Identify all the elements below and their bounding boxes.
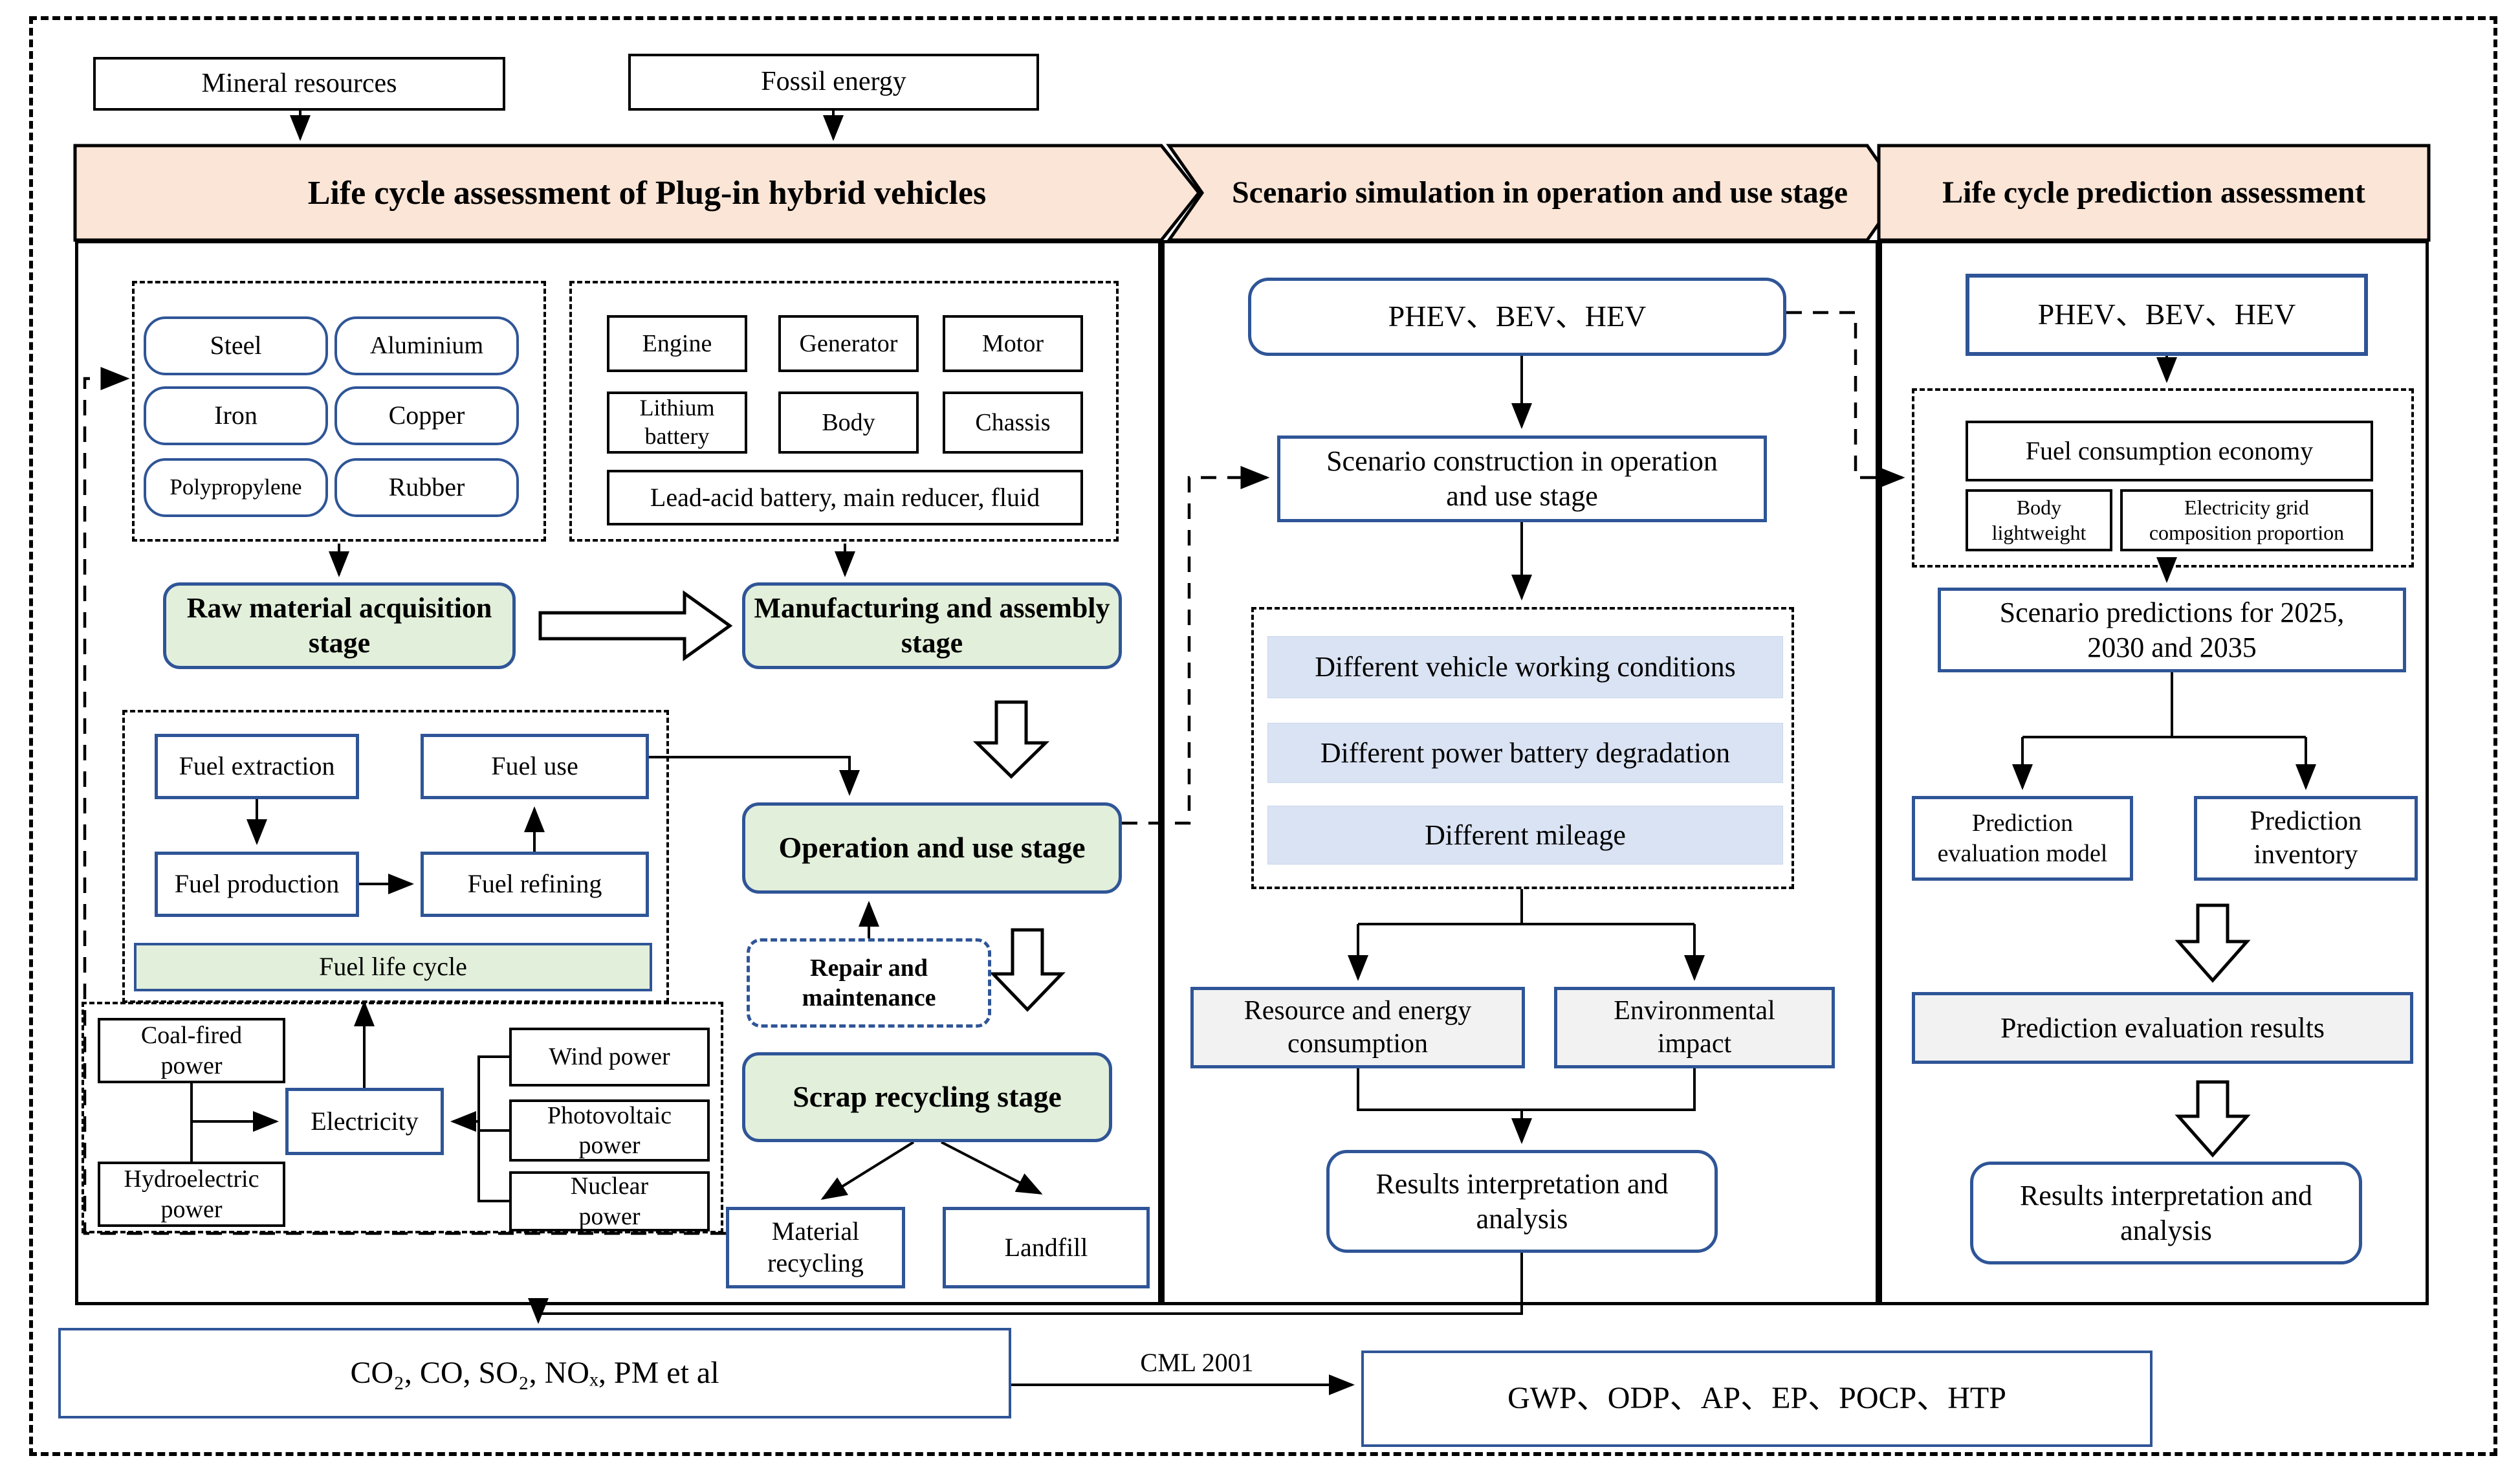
- environmental-impact-box: Environmental impact: [1554, 987, 1835, 1068]
- component-others: Lead-acid battery, main reducer, fluid: [607, 470, 1083, 525]
- scenario-predictions-box: Scenario predictions for 2025, 2030 and …: [1938, 588, 2406, 672]
- results-box-middle: Results interpretation and analysis: [1326, 1150, 1718, 1253]
- results-box-right: Results interpretation and analysis: [1970, 1162, 2362, 1264]
- component-motor: Motor: [943, 315, 1083, 372]
- landfill-box: Landfill: [943, 1207, 1150, 1288]
- component-generator: Generator: [778, 315, 919, 372]
- prediction-results-box: Prediction evaluation results: [1912, 992, 2413, 1064]
- prediction-inventory-box: Prediction inventory: [2194, 796, 2418, 881]
- photovoltaic-power-box: Photovoltaic power: [509, 1099, 710, 1162]
- grid-proportion-box: Electricity grid composition proportion: [2120, 489, 2373, 551]
- raw-material-stage-box: Raw material acquisition stage: [163, 582, 516, 669]
- outer-dashed-border: [29, 16, 2497, 1456]
- banner-prediction-label: Life cycle prediction assessment: [1942, 175, 2365, 210]
- electricity-box: Electricity: [285, 1088, 444, 1155]
- component-lithium-battery: Lithium battery: [607, 392, 747, 454]
- material-aluminium: Aluminium: [334, 316, 519, 375]
- repair-maintenance-box: Repair and maintenance: [747, 938, 991, 1028]
- material-polypropylene: Polypropylene: [144, 458, 328, 517]
- fuel-life-cycle-bar: Fuel life cycle: [134, 943, 652, 991]
- component-engine: Engine: [607, 315, 747, 372]
- vehicles-box-middle: PHEV、BEV、HEV: [1248, 278, 1786, 356]
- fuel-economy-box: Fuel consumption economy: [1966, 421, 2373, 481]
- nuclear-power-box: Nuclear power: [509, 1171, 710, 1231]
- banner-scenario-label: Scenario simulation in operation and use…: [1231, 175, 1848, 210]
- manufacturing-stage-box: Manufacturing and assembly stage: [742, 582, 1122, 669]
- body-lightweight-box: Body lightweight: [1966, 489, 2112, 551]
- prediction-model-box: Prediction evaluation model: [1912, 796, 2133, 881]
- material-copper: Copper: [334, 386, 519, 445]
- components-group: [569, 281, 1119, 542]
- banner-lca-label: Life cycle assessment of Plug-in hybrid …: [307, 174, 987, 212]
- fuel-production-box: Fuel production: [155, 852, 359, 917]
- material-steel: Steel: [144, 316, 328, 375]
- component-chassis: Chassis: [943, 392, 1083, 454]
- operation-stage-box: Operation and use stage: [742, 802, 1122, 894]
- fuel-extraction-box: Fuel extraction: [155, 734, 359, 799]
- hydro-power-box: Hydroelectric power: [98, 1162, 285, 1227]
- electricity-group: [82, 1002, 723, 1233]
- resource-consumption-box: Resource and energy consumption: [1190, 987, 1525, 1068]
- vehicles-box-right: PHEV、BEV、HEV: [1966, 274, 2368, 356]
- material-iron: Iron: [144, 386, 328, 445]
- cml-method-label: CML 2001: [1140, 1347, 1254, 1377]
- component-body: Body: [778, 392, 919, 454]
- fuel-refining-box: Fuel refining: [421, 852, 649, 917]
- prediction-params-group: [1912, 388, 2414, 568]
- coal-power-box: Coal-fired power: [98, 1018, 285, 1083]
- material-rubber: Rubber: [334, 458, 519, 517]
- condition-working: Different vehicle working conditions: [1267, 636, 1783, 698]
- impacts-box: GWP、ODP、AP、EP、POCP、HTP: [1361, 1351, 2153, 1447]
- emissions-box: CO₂, CO, SO₂, NOₓ, PM et al: [58, 1328, 1011, 1418]
- fossil-energy-box: Fossil energy: [628, 54, 1039, 111]
- fuel-use-box: Fuel use: [421, 734, 649, 799]
- conditions-group: [1251, 607, 1794, 889]
- materials-group: [132, 281, 546, 542]
- wind-power-box: Wind power: [509, 1028, 710, 1086]
- condition-degradation: Different power battery degradation: [1267, 723, 1783, 783]
- mineral-resources-box: Mineral resources: [93, 57, 505, 111]
- material-recycling-box: Material recycling: [726, 1207, 905, 1288]
- panel-prediction: [1879, 240, 2429, 1305]
- condition-mileage: Different mileage: [1267, 806, 1783, 865]
- scrap-stage-box: Scrap recycling stage: [742, 1052, 1112, 1142]
- scenario-construction-box: Scenario construction in operation and u…: [1277, 436, 1767, 522]
